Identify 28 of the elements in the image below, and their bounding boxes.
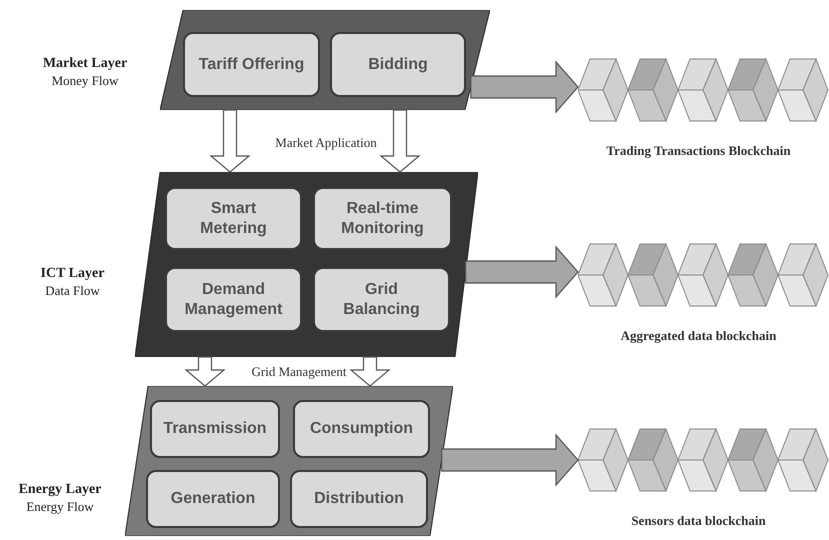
chain-caption: Sensors data blockchain (630, 512, 767, 530)
process-box: Distribution (290, 470, 428, 528)
process-box: Consumption (293, 400, 430, 458)
block-arrow (470, 60, 579, 114)
block-arrow (349, 356, 391, 387)
layer-subtitle: Money Flow (52, 72, 118, 89)
block-arrow (465, 245, 579, 299)
process-box: Generation (146, 470, 280, 528)
process-box: Smart Metering (165, 187, 302, 250)
layer-title: ICT Layer (40, 265, 104, 283)
process-box: Real-time Monitoring (313, 187, 452, 250)
layer-subtitle: Energy Flow (26, 498, 94, 515)
chain-caption: Aggregated data blockchain (620, 326, 778, 345)
layer-title: Market Layer (42, 55, 128, 73)
block-arrow (441, 433, 579, 487)
process-box: Transmission (150, 400, 280, 458)
layer-title: Energy Layer (18, 481, 102, 499)
process-box: Demand Management (165, 267, 302, 332)
block-arrow (209, 109, 251, 173)
block-arrow (379, 109, 421, 173)
process-box: Grid Balancing (313, 267, 450, 332)
process-box: Bidding (330, 32, 466, 97)
flow-label: Market Application (274, 134, 378, 152)
process-box: Tariff Offering (183, 32, 320, 97)
block-arrow (184, 356, 226, 387)
chain-caption: Trading Transactions Blockchain (605, 142, 792, 160)
flow-label: Grid Management (250, 363, 348, 381)
layer-subtitle: Data Flow (45, 282, 100, 299)
